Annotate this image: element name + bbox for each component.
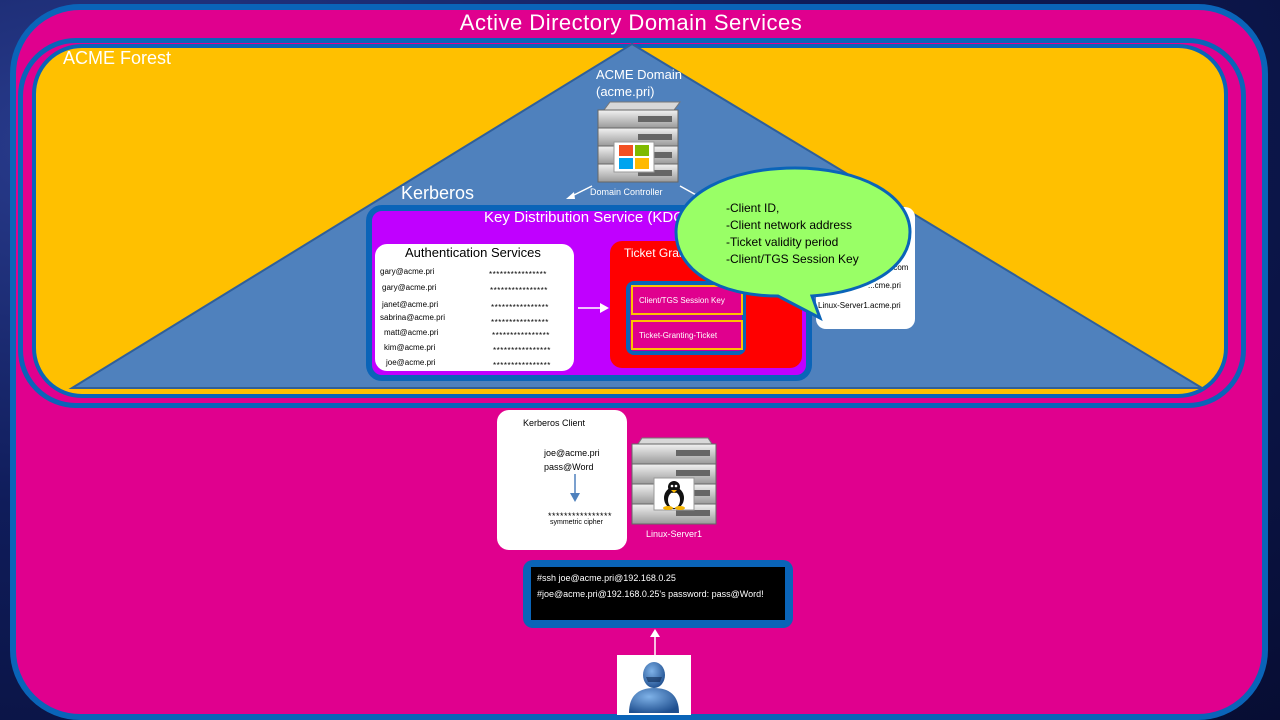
forest-label: ACME Forest <box>63 48 172 68</box>
kerberos-client-title: Kerberos Client <box>523 418 586 428</box>
cipher-label: symmetric cipher <box>550 519 603 526</box>
auth-user: gary@acme.pri <box>382 283 437 292</box>
bubble-line: -Client/TGS Session Key <box>726 252 859 266</box>
terminal-line: #joe@acme.pri@192.168.0.25's password: p… <box>537 589 764 599</box>
windows-server-icon[interactable] <box>594 100 684 188</box>
auth-hash: **************** <box>489 270 547 279</box>
linux-server-label: Linux-Server1 <box>646 529 703 539</box>
record-row: ...cme.pri <box>868 281 901 290</box>
authentication-services-box <box>375 244 574 371</box>
domain-controller-label: Domain Controller <box>590 187 663 197</box>
domain-name: ACME Domain <box>596 67 682 82</box>
auth-user: matt@acme.pri <box>384 328 439 337</box>
authentication-services-title: Authentication Services <box>405 245 541 260</box>
auth-hash: **************** <box>493 346 551 355</box>
linux-server-icon[interactable] <box>628 436 720 528</box>
auth-user: kim@acme.pri <box>384 343 436 352</box>
user-to-terminal-arrow <box>650 629 660 655</box>
kerberos-label: Kerberos <box>401 183 475 203</box>
ssh-terminal[interactable] <box>531 567 785 620</box>
kdc-title: Key Distribution Service (KDC) <box>484 209 690 226</box>
auth-hash: **************** <box>491 303 549 312</box>
record-row: Linux-Server1.acme.pri <box>818 301 901 310</box>
domain-fqdn: (acme.pri) <box>596 84 655 99</box>
auth-user: joe@acme.pri <box>386 358 436 367</box>
auth-to-tgs-arrow <box>578 303 609 313</box>
client-username: joe@acme.pri <box>544 448 600 458</box>
auth-hash: **************** <box>493 361 551 370</box>
bubble-line: -Client ID, <box>726 201 780 215</box>
bubble-text: -Client ID, -Client network address -Tic… <box>726 200 859 268</box>
domain-label: ACME Domain (acme.pri) <box>596 66 696 100</box>
auth-user: gary@acme.pri <box>380 267 435 276</box>
kerberos-client-box <box>497 410 627 550</box>
auth-hash: **************** <box>491 318 549 327</box>
auth-hash: **************** <box>490 286 548 295</box>
terminal-line: #ssh joe@acme.pri@192.168.0.25 <box>537 573 676 583</box>
encrypt-arrow <box>570 474 580 502</box>
auth-user: janet@acme.pri <box>382 300 439 309</box>
auth-user: sabrina@acme.pri <box>380 313 446 322</box>
client-password: pass@Word <box>544 462 594 472</box>
adds-title: Active Directory Domain Services <box>459 10 803 35</box>
ticket-granting-ticket: Ticket-Granting-Ticket <box>631 320 743 350</box>
auth-hash: **************** <box>492 331 550 340</box>
bubble-line: -Client network address <box>726 218 853 232</box>
user-avatar-icon[interactable] <box>617 655 691 715</box>
client-tgs-session-key: Client/TGS Session Key <box>631 285 743 315</box>
bubble-line: -Ticket validity period <box>726 235 839 249</box>
cipher-stars: **************** <box>548 511 613 521</box>
